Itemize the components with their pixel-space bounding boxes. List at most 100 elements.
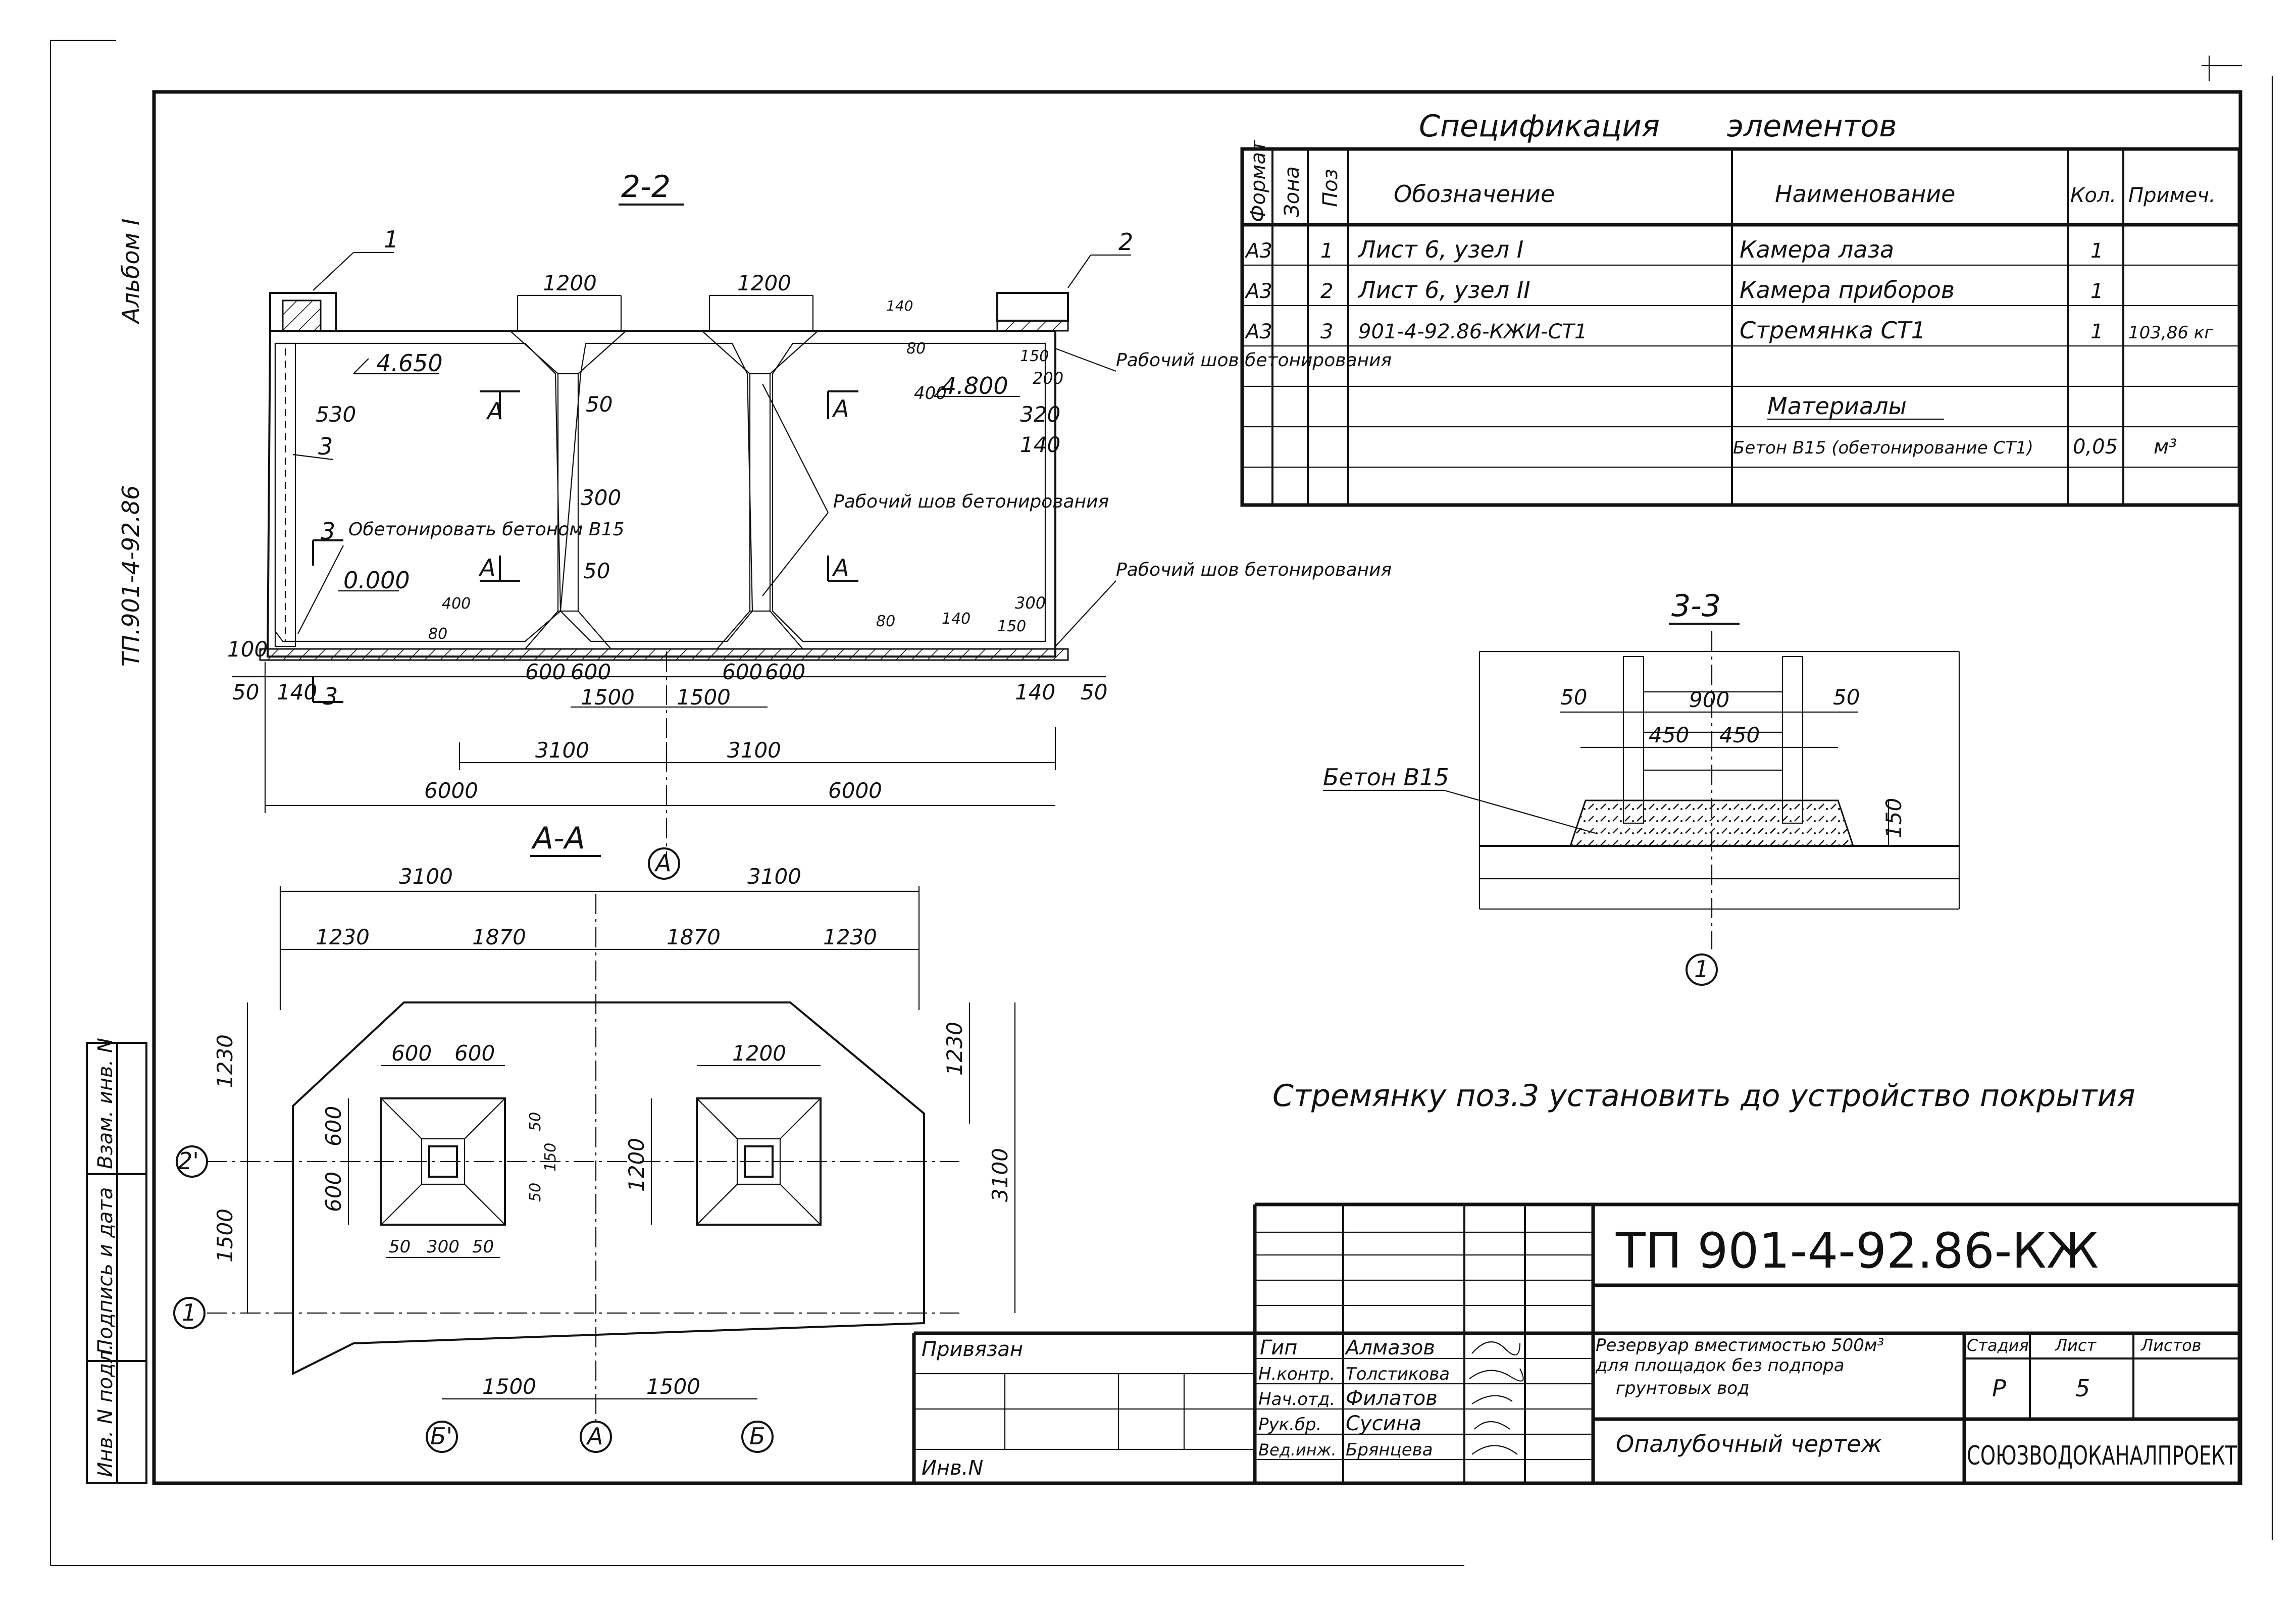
svg-text:Вед.инж.: Вед.инж. — [1258, 1440, 1337, 1459]
svg-text:1200: 1200 — [543, 271, 597, 295]
svg-text:1230: 1230 — [942, 1022, 967, 1076]
svg-text:А: А — [478, 554, 495, 581]
stamp-person: Рук.бр. Сусина — [1258, 1412, 1421, 1435]
svg-text:2: 2 — [1118, 228, 1133, 256]
concrete-note: Обетонировать бетоном В15 — [348, 519, 624, 540]
section-2-2: 2-2 1 2 3 4.650 4.800 — [227, 169, 1392, 859]
svg-text:1200: 1200 — [624, 1138, 649, 1192]
svg-text:450: 450 — [1719, 723, 1760, 747]
elev-4800: 4.800 — [942, 372, 1008, 399]
spec-title-right: элементов — [1727, 109, 1897, 144]
hdr-designation: Обозначение — [1394, 180, 1555, 208]
svg-text:Филатов: Филатов — [1346, 1387, 1438, 1410]
svg-text:Стремянка СТ1: Стремянка СТ1 — [1740, 317, 1926, 344]
materials-title: Материалы — [1767, 392, 1907, 420]
svg-text:150: 150 — [1020, 347, 1049, 365]
svg-text:3100: 3100 — [535, 738, 589, 763]
svg-text:50: 50 — [1833, 685, 1860, 710]
title-block: ТП 901-4-92.86-КЖ Привязан Инв.N Гип Алм… — [912, 1202, 2241, 1483]
svg-text:3: 3 — [321, 518, 335, 545]
svg-text:1500: 1500 — [213, 1209, 237, 1263]
svg-text:3100: 3100 — [399, 864, 453, 889]
svg-text:80: 80 — [428, 625, 447, 643]
svg-text:А3: А3 — [1244, 280, 1272, 303]
stamp-person: Гип Алмазов — [1260, 1336, 1435, 1360]
svg-text:140: 140 — [1015, 680, 1055, 704]
svg-text:2': 2' — [178, 1147, 199, 1175]
svg-text:3100: 3100 — [747, 864, 801, 889]
svg-text:1: 1 — [2090, 239, 2103, 263]
svg-text:100: 100 — [227, 637, 268, 662]
svg-text:1: 1 — [1320, 239, 1333, 263]
svg-text:600: 600 — [765, 660, 805, 684]
svg-text:3: 3 — [1320, 320, 1333, 343]
svg-text:140: 140 — [277, 680, 317, 704]
svg-text:1: 1 — [1694, 955, 1709, 983]
hdr-note: Примеч. — [2128, 184, 2216, 207]
svg-text:50: 50 — [583, 559, 610, 583]
stamp-person: Н.контр. Толстикова — [1258, 1364, 1450, 1384]
svg-text:3: 3 — [318, 433, 333, 460]
svg-text:Лист: Лист — [2055, 1336, 2097, 1355]
stamp-object-l3: грунтовых вод — [1616, 1378, 1750, 1398]
hdr-pos: Поз — [1319, 169, 1342, 207]
stamp-object-l2: для площадок без подпора — [1595, 1355, 1845, 1376]
svg-text:А: А — [832, 554, 849, 581]
stamp-privyazan: Привязан — [922, 1338, 1023, 1361]
svg-text:50: 50 — [389, 1237, 411, 1257]
svg-text:Б: Б — [749, 1423, 766, 1450]
svg-text:Лист 6, узел II: Лист 6, узел II — [1357, 276, 1530, 304]
svg-text:1500: 1500 — [581, 685, 635, 710]
svg-text:600: 600 — [525, 660, 566, 684]
svg-text:600: 600 — [454, 1041, 495, 1066]
material-name: Бетон В15 (обетонирование СТ1) — [1733, 438, 2033, 458]
svg-text:1: 1 — [182, 1299, 196, 1326]
svg-text:103,86 кг: 103,86 кг — [2128, 323, 2214, 343]
svg-text:1230: 1230 — [213, 1034, 237, 1088]
elev-4650: 4.650 — [376, 349, 443, 377]
svg-text:450: 450 — [1649, 723, 1689, 747]
joint-label-2: Рабочий шов бетонирования — [833, 491, 1109, 512]
svg-text:3: 3 — [323, 683, 338, 710]
svg-text:Камера лаза: Камера лаза — [1740, 236, 1894, 263]
svg-text:50: 50 — [527, 1183, 544, 1202]
svg-text:1230: 1230 — [316, 925, 370, 949]
svg-text:200: 200 — [1033, 369, 1063, 388]
svg-text:Камера приборов: Камера приборов — [1740, 276, 1955, 304]
svg-text:1: 1 — [384, 226, 398, 253]
svg-text:А: А — [654, 849, 671, 877]
stamp-person: Вед.инж. Брянцева — [1258, 1440, 1433, 1460]
joint-label-1: Рабочий шов бетонирования — [1116, 350, 1392, 371]
svg-text:1870: 1870 — [472, 925, 526, 949]
svg-text:150: 150 — [1881, 798, 1906, 838]
stamp-org: СОЮЗВОДОКАНАЛПРОЕКТ — [1967, 1441, 2237, 1471]
svg-text:А: А — [832, 395, 849, 422]
strip-vzam: Взам. инв. N — [94, 1038, 117, 1169]
svg-text:Нач.отд.: Нач.отд. — [1258, 1389, 1335, 1409]
svg-text:900: 900 — [1689, 687, 1729, 712]
stamp-inv: Инв.N — [922, 1456, 983, 1480]
svg-text:3100: 3100 — [988, 1148, 1012, 1202]
svg-text:Б': Б' — [430, 1423, 452, 1450]
svg-text:80: 80 — [906, 340, 926, 358]
svg-text:300: 300 — [581, 485, 621, 510]
svg-text:1200: 1200 — [737, 271, 791, 295]
section-3-3: 3-3 1 Бетон В15 50 900 50 450 450 150 — [1323, 588, 1960, 986]
frame: Альбом I ТП.901-4-92.86 Инв. N подл. Под… — [49, 39, 2273, 1567]
svg-text:Гип: Гип — [1260, 1336, 1297, 1360]
concrete-b15-label: Бетон В15 — [1323, 764, 1449, 791]
svg-text:50: 50 — [1560, 685, 1587, 710]
frame-border — [152, 90, 2242, 1485]
svg-text:Листов: Листов — [2140, 1336, 2202, 1355]
section-a-a: А-А А 2' 1 Б' А Б 3100 3100 1230 1870 — [173, 821, 1016, 1453]
hdr-qty: Кол. — [2070, 184, 2116, 207]
svg-text:150: 150 — [997, 618, 1026, 635]
svg-text:1: 1 — [2090, 320, 2103, 343]
svg-text:1230: 1230 — [823, 925, 877, 949]
svg-text:А: А — [586, 1423, 603, 1450]
svg-text:1: 1 — [2090, 280, 2103, 303]
hdr-zone: Зона — [1281, 166, 1304, 217]
svg-text:Стадия: Стадия — [1967, 1336, 2029, 1355]
material-unit: м³ — [2154, 435, 2177, 459]
spec-row: А3 1 Лист 6, узел I Камера лаза 1 — [1244, 236, 2103, 263]
